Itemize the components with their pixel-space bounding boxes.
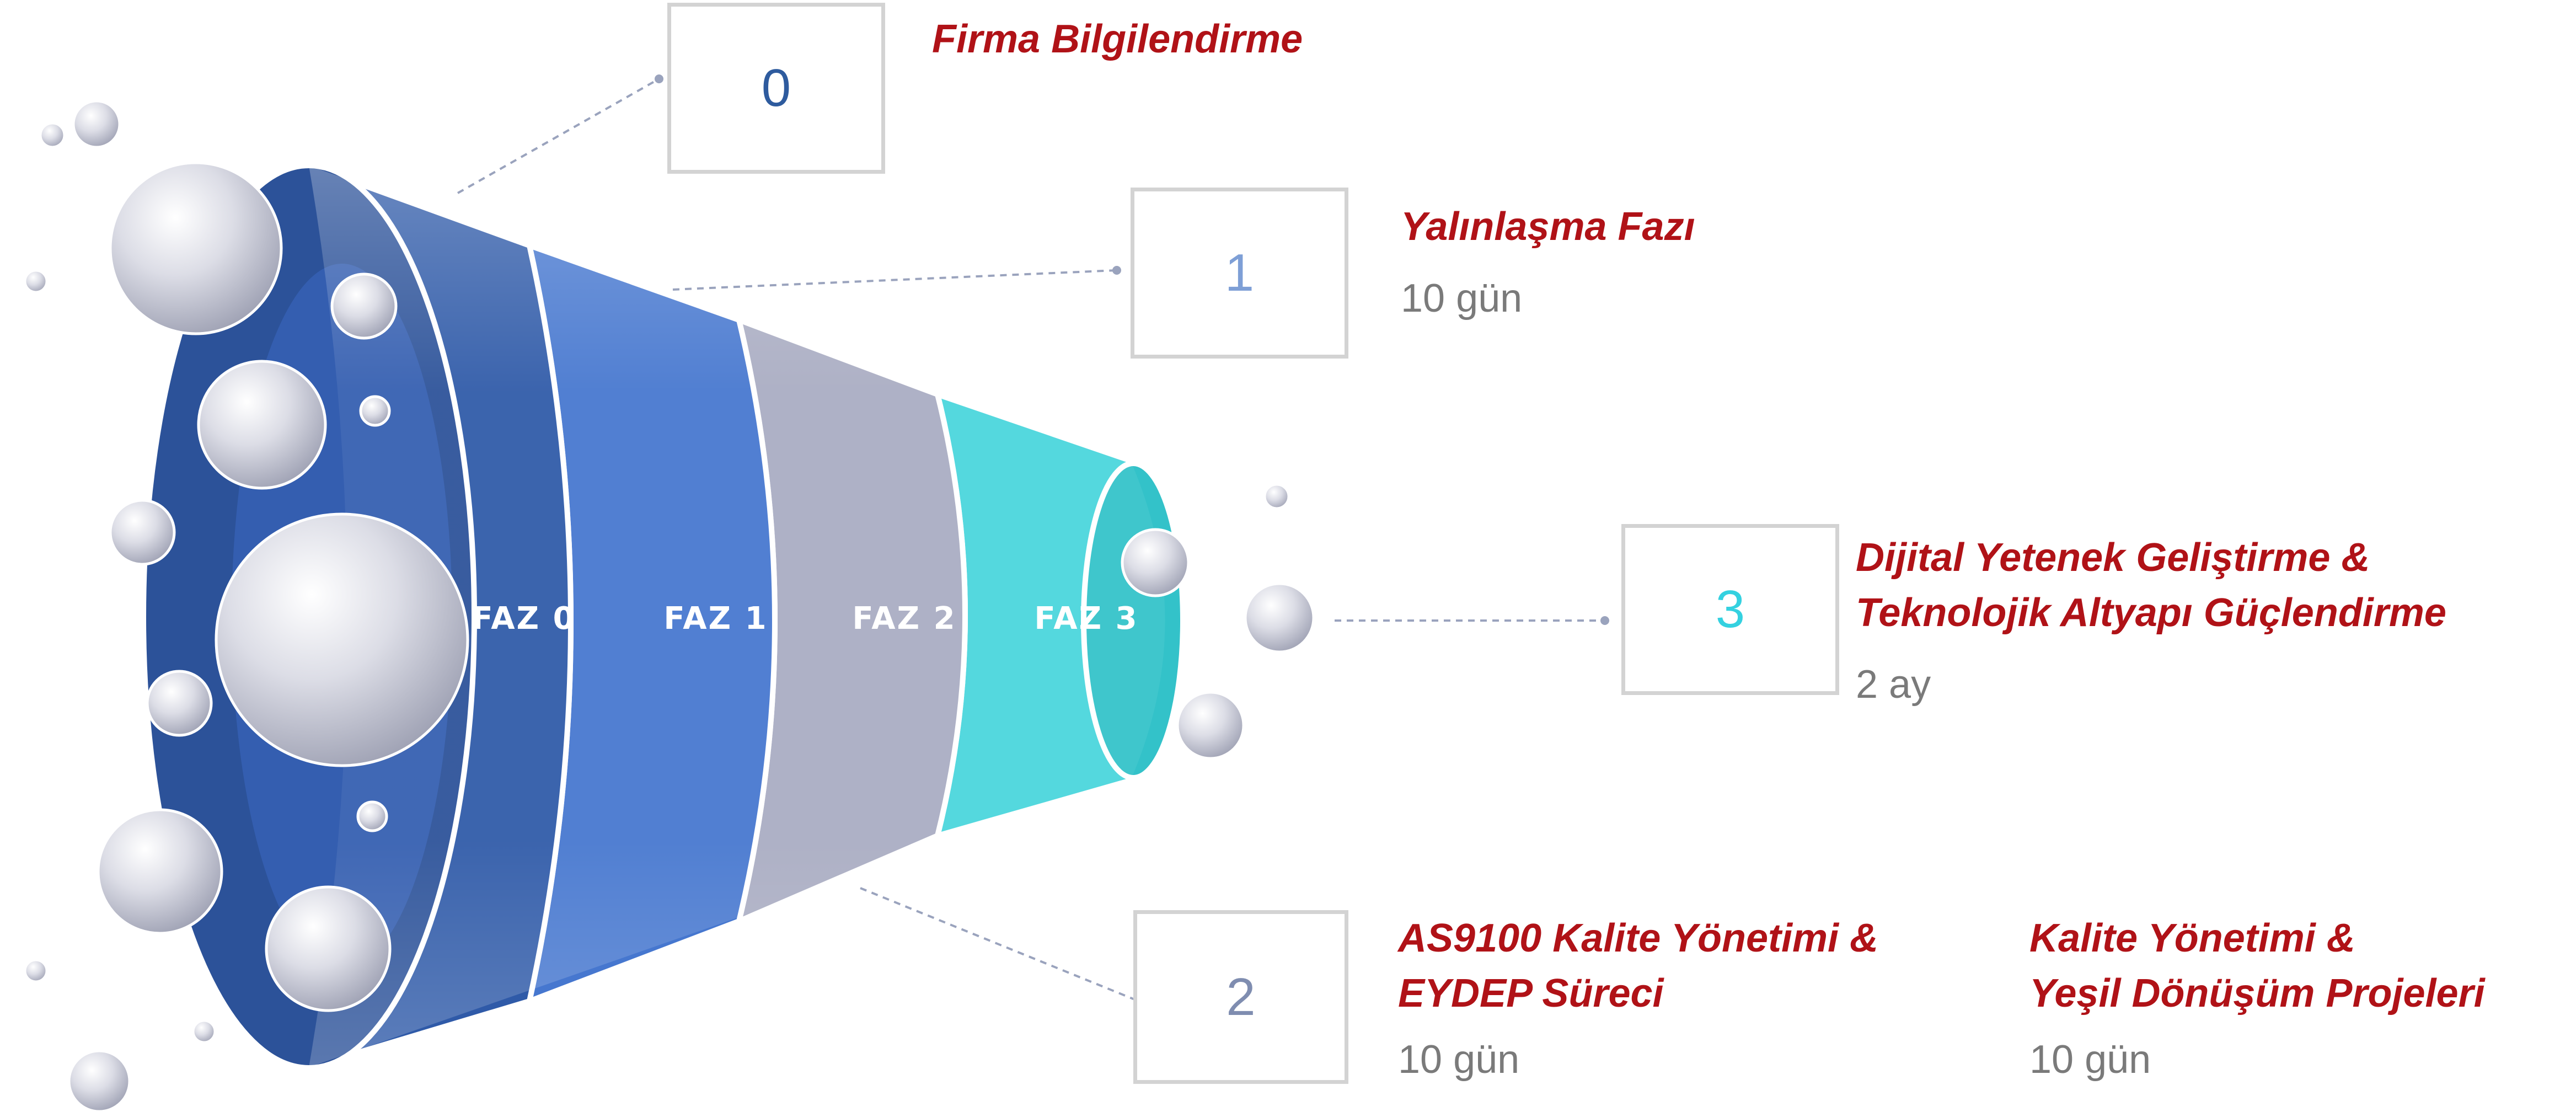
decorative-bubbles: [23, 99, 1315, 1113]
phase-title-3-line-1: Dijital Yetenek Geliştirme &: [1856, 536, 2370, 580]
bubble-icon: [72, 99, 121, 149]
bubble-icon: [1121, 528, 1190, 597]
bubble-icon: [97, 808, 223, 935]
funnel-label-faz-2: FAZ 2: [852, 601, 956, 637]
phase-number-0: 0: [761, 58, 791, 117]
bubble-icon: [330, 272, 398, 340]
bubble-icon: [265, 885, 392, 1012]
bubble-icon: [109, 499, 176, 566]
extra-project-title-line-1: Kalite Yönetimi &: [2029, 916, 2355, 960]
funnel-sheen: [309, 165, 1165, 1067]
bubble-icon: [359, 395, 391, 427]
phase-box-3: 3: [1621, 524, 1839, 695]
bubble-icon: [39, 121, 66, 149]
phase-number-3: 3: [1715, 580, 1745, 639]
phase-number-1: 1: [1224, 243, 1255, 302]
connector-line-0: [457, 78, 660, 194]
bubble-icon: [23, 269, 49, 294]
phase-title-2-line-2: EYDEP Süreci: [1398, 971, 1664, 1016]
bubble-icon: [191, 1019, 217, 1044]
phase-title-3-line-2: Teknolojik Altyapı Güçlendirme: [1856, 591, 2446, 635]
bubble-icon: [1176, 691, 1245, 760]
bubble-icon: [1244, 582, 1315, 654]
connector-dot-0: [655, 74, 663, 83]
bubble-icon: [109, 161, 283, 335]
connector-lines: [457, 78, 1605, 1002]
bubble-icon: [67, 1049, 131, 1113]
bubble-icon: [23, 958, 49, 984]
phase-duration-1: 10 gün: [1401, 276, 1523, 320]
phase-box-1: 1: [1131, 188, 1348, 359]
phase-duration-3: 2 ay: [1856, 662, 1931, 707]
funnel-label-faz-0: FAZ 0: [472, 601, 576, 637]
connector-line-1: [672, 269, 1117, 291]
bubble-icon: [356, 800, 388, 832]
connector-dot-1: [1112, 266, 1121, 275]
extra-project-title-line-2: Yeşil Dönüşüm Projeleri: [2029, 971, 2485, 1016]
connector-dot-3: [1600, 616, 1609, 625]
extra-project-duration: 10 gün: [2029, 1038, 2151, 1082]
connector-line-2: [860, 887, 1139, 1002]
bubble-icon: [146, 670, 213, 737]
bubble-icon: [197, 360, 327, 490]
funnel-label-faz-3: FAZ 3: [1034, 601, 1138, 637]
phase-box-0: 0: [667, 3, 885, 174]
phase-title-0: Firma Bilgilendirme: [932, 17, 1303, 61]
phase-duration-2: 10 gün: [1398, 1038, 1520, 1082]
phase-title-1: Yalınlaşma Fazı: [1401, 205, 1695, 249]
phase-title-2-line-1: AS9100 Kalite Yönetimi &: [1398, 916, 1878, 960]
phase-number-2: 2: [1226, 967, 1256, 1027]
phase-box-2: 2: [1133, 910, 1348, 1084]
funnel-label-faz-1: FAZ 1: [663, 601, 768, 637]
bubble-icon: [215, 512, 469, 767]
bubble-icon: [1263, 483, 1290, 510]
